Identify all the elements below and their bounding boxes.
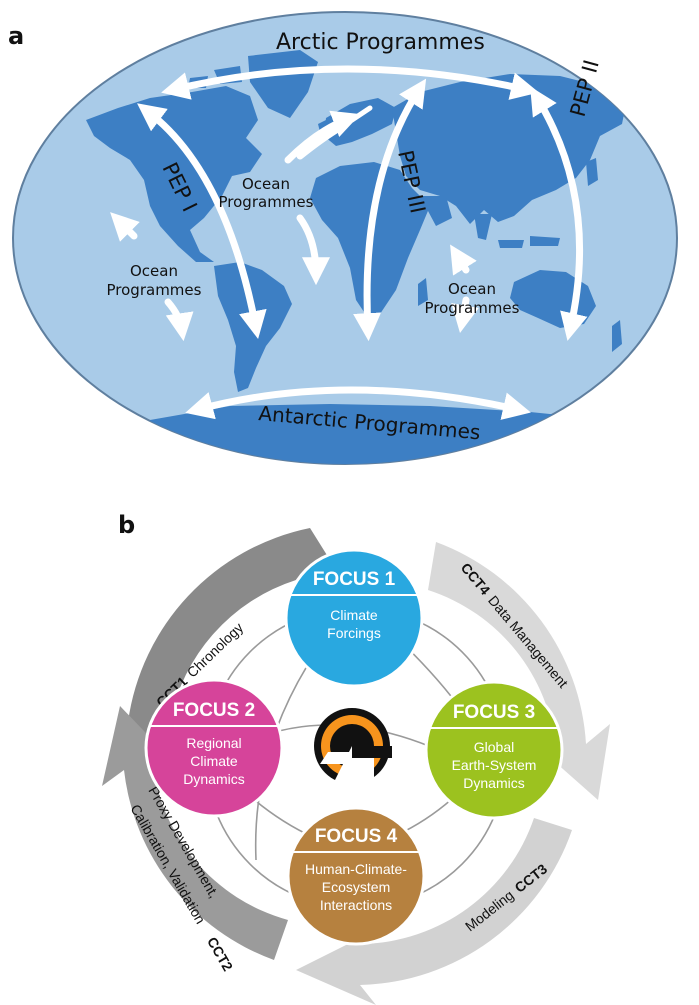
ocean-arrow-south-indian — [451, 296, 479, 334]
ocean-label-atlantic-line1: Ocean — [242, 175, 290, 193]
focus-2: FOCUS 2 Regional Climate Dynamics — [144, 678, 284, 818]
focus-2-line3: Dynamics — [183, 771, 244, 787]
cct2-code: CCT2 — [204, 934, 236, 974]
programme-arrows — [110, 65, 588, 420]
cct4-arrow — [428, 542, 610, 800]
focus-4: FOCUS 4 Human-Climate- Ecosystem Interac… — [286, 806, 426, 946]
focus-1: FOCUS 1 Climate Forcings — [284, 548, 424, 688]
focus-3-title: FOCUS 3 — [453, 702, 535, 723]
ocean-label-pacific-line1: Ocean — [130, 262, 178, 280]
ocean-arrow-north-indian — [450, 244, 477, 276]
focus-4-circle — [286, 806, 426, 946]
focus-3-circle — [424, 680, 564, 820]
ocean-label-indian-line2: Programmes — [425, 299, 520, 317]
ocean-arrow-south-atlantic — [296, 214, 330, 286]
focus-1-line1: Climate — [330, 607, 378, 623]
focus-3-line2: Earth-System — [452, 757, 537, 773]
ocean-arrow-north-atlantic — [284, 110, 361, 164]
center-logo — [314, 708, 392, 790]
arctic-label: Arctic Programmes — [276, 30, 485, 55]
ocean-arrow-north-pacific — [110, 212, 140, 242]
ocean-arrow-south-pacific — [164, 298, 194, 342]
ocean-label-pacific-line2: Programmes — [107, 281, 202, 299]
focus-2-circle — [144, 678, 284, 818]
focus-2-title: FOCUS 2 — [173, 700, 255, 721]
pep2-arrow — [530, 86, 588, 341]
antarctic-arrow — [185, 386, 531, 420]
ocean-arrow-north-atlantic-2 — [296, 126, 340, 160]
arctic-arrow — [161, 65, 539, 100]
focus-4-title: FOCUS 4 — [315, 826, 398, 847]
focus-2-line2: Climate — [190, 753, 238, 769]
cct3-arrow — [296, 818, 572, 1005]
ocean-label-indian-line1: Ocean — [448, 280, 496, 298]
focus-2-line1: Regional — [186, 735, 241, 751]
pep1-arrow — [137, 103, 267, 340]
cct4-label: CCT4Data Management — [458, 560, 572, 691]
focus-4-line1: Human-Climate- — [305, 861, 407, 877]
focus-4-line3: Interactions — [320, 897, 392, 913]
panel-a-letter: a — [8, 22, 24, 50]
ocean-label-atlantic-line2: Programmes — [219, 193, 314, 211]
pep3-arrow — [353, 78, 427, 342]
focus-1-title: FOCUS 1 — [313, 569, 396, 590]
focus-1-circle — [284, 548, 424, 688]
panel-b-letter: b — [118, 511, 135, 539]
focus-3-line1: Global — [474, 739, 514, 755]
focus-3: FOCUS 3 Global Earth-System Dynamics — [424, 680, 564, 820]
focus-4-line2: Ecosystem — [322, 879, 390, 895]
focus-3-line3: Dynamics — [463, 775, 524, 791]
focus-1-line2: Forcings — [327, 625, 381, 641]
